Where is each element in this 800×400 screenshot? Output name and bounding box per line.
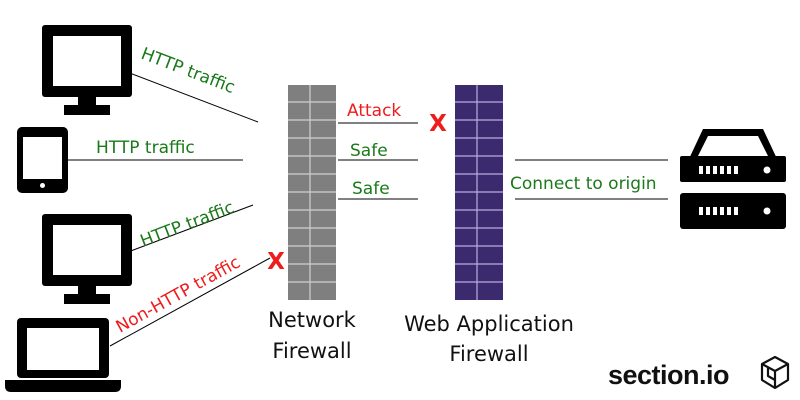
monitor-icon <box>42 25 132 115</box>
traffic-label-3: HTTP traffic <box>138 198 237 252</box>
origin-label: Connect to origin <box>510 174 657 194</box>
incoming-traffic-lines <box>68 71 271 347</box>
waf-label-2: Firewall <box>449 342 528 366</box>
network-firewall-label-1: Network <box>268 308 357 332</box>
waf-label-1: Web Application <box>404 312 574 336</box>
inspected-label-safe-1: Safe <box>350 141 388 161</box>
block-marker-network: X <box>267 249 285 275</box>
waf-wall <box>455 85 503 300</box>
inspected-label-safe-2: Safe <box>352 179 390 199</box>
laptop-icon <box>5 318 121 392</box>
block-marker-waf: X <box>429 111 447 137</box>
traffic-label-4: Non-HTTP traffic <box>113 253 244 338</box>
network-firewall-label-2: Firewall <box>272 339 351 363</box>
brand-wordmark: section.io <box>608 360 730 390</box>
traffic-label-1: HTTP traffic <box>138 44 237 98</box>
traffic-label-2: HTTP traffic <box>96 138 195 158</box>
server-icon <box>680 129 786 229</box>
origin-connection-lines <box>515 159 668 200</box>
inspected-label-attack: Attack <box>347 101 401 121</box>
monitor-icon <box>42 214 132 304</box>
inspected-traffic-lines <box>338 122 418 200</box>
network-firewall-wall <box>288 85 336 300</box>
cube-logo-icon <box>760 355 790 390</box>
tablet-icon <box>17 127 68 193</box>
